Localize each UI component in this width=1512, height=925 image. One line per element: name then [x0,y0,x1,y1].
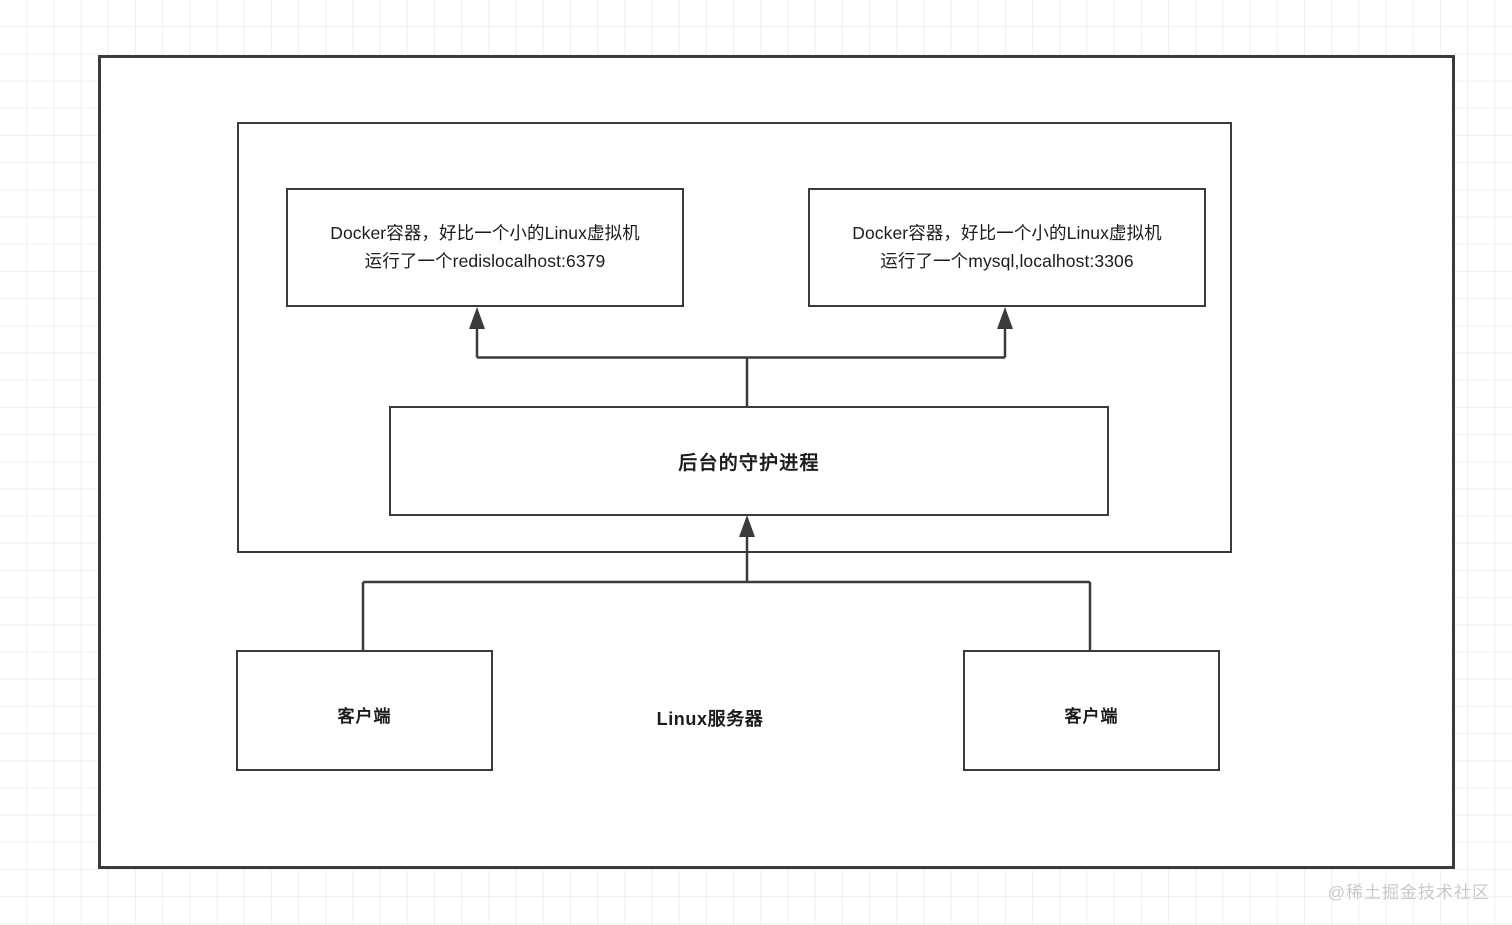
daemon-process-label: 后台的守护进程 [678,452,820,474]
watermark-text: @稀土掘金技术社区 [1327,883,1490,902]
mysql-container-text: Docker容器，好比一个小的Linux虚拟机 运行了一个mysql,local… [852,220,1162,274]
client-label-left: 客户端 [337,707,392,726]
redis-container-text: Docker容器，好比一个小的Linux虚拟机 运行了一个redislocalh… [330,220,640,274]
linux-server-label: Linux服务器 [656,709,764,729]
daemon-process-box[interactable]: 后台的守护进程 [389,406,1109,516]
mysql-container-line2: 运行了一个mysql,localhost:3306 [880,250,1134,271]
client-box-right[interactable]: 客户端 [963,650,1220,771]
mysql-container-box[interactable]: Docker容器，好比一个小的Linux虚拟机 运行了一个mysql,local… [808,188,1206,307]
mysql-container-line1: Docker容器，好比一个小的Linux虚拟机 [852,223,1162,244]
client-label-right: 客户端 [1064,707,1119,726]
redis-container-line1: Docker容器，好比一个小的Linux虚拟机 [330,223,640,244]
redis-container-line2: 运行了一个redislocalhost:6379 [364,250,606,271]
client-box-left[interactable]: 客户端 [236,650,493,771]
redis-container-box[interactable]: Docker容器，好比一个小的Linux虚拟机 运行了一个redislocalh… [286,188,684,307]
